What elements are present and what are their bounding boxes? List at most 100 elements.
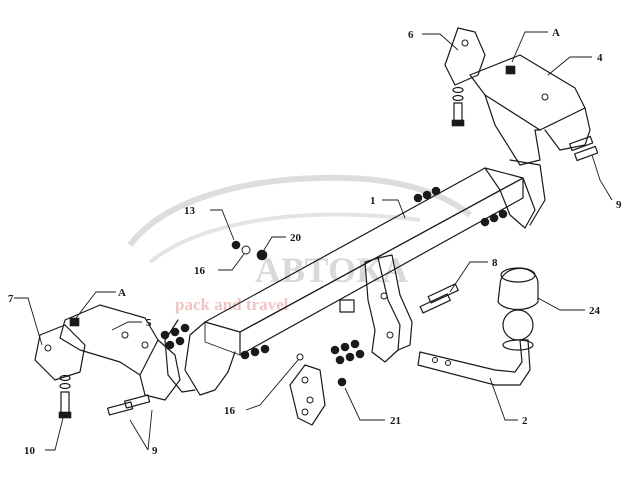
center-bracket-left-plate (364, 257, 401, 363)
nut-left-4 (240, 350, 250, 360)
leader-16-lower (245, 359, 299, 411)
nut-20 (256, 249, 268, 261)
leader-9-left-b (147, 409, 153, 451)
nut-left-6 (260, 344, 270, 354)
right-mount-washer-1 (452, 86, 464, 94)
nut-center-1 (330, 345, 340, 355)
square-plate-center (339, 299, 355, 313)
label-part-1: 1 (370, 195, 376, 207)
beam-left-end-plate-2 (164, 319, 196, 393)
bolt-set-left-end (107, 323, 270, 416)
leader-4 (547, 56, 592, 76)
right-mount-washer-2 (452, 94, 464, 102)
nut-center-4 (335, 355, 345, 365)
tow-ball-cap-top (500, 267, 536, 283)
left-bracket-hole-1 (121, 331, 129, 339)
left-mount-bolt-head (58, 411, 72, 419)
label-part-16-lower: 16 (224, 405, 236, 417)
left-mount-washer-2 (59, 382, 71, 390)
center-bolt-set (330, 283, 459, 365)
socket-plate-hole-3 (301, 408, 309, 416)
leader-16-upper (218, 253, 245, 271)
nut-right-3 (431, 186, 441, 196)
tow-ball (502, 309, 534, 341)
left-side-bracket (59, 304, 181, 401)
washer-16-lower (296, 353, 304, 361)
right-mount-plate (444, 27, 486, 127)
nut-center-3 (350, 339, 360, 349)
leader-5 (111, 321, 142, 331)
nut-left-1 (160, 330, 170, 340)
label-a-right: A (552, 27, 560, 39)
watermark-tagline: pack and travel (175, 295, 289, 314)
part-labels: 6 A 4 9 1 13 20 16 8 7 A 5 24 16 21 2 10… (8, 27, 622, 457)
nut-left-2 (170, 327, 180, 337)
right-side-bracket (469, 54, 591, 166)
nut-right-4 (480, 217, 490, 227)
nut-left-5 (250, 347, 260, 357)
nut-right-2 (422, 190, 432, 200)
leader-21 (344, 387, 385, 421)
left-bracket-tab (139, 339, 181, 401)
nut-center-2 (340, 342, 350, 352)
socket-plate-body (289, 364, 326, 426)
right-bracket-tab (544, 107, 591, 151)
socket-plate-hole-2 (306, 396, 314, 404)
leader-20 (263, 236, 286, 251)
label-part-6: 6 (408, 29, 414, 41)
nut-right-1 (413, 193, 423, 203)
nut-center-6 (355, 349, 365, 359)
socket-plate-hole-1 (301, 376, 309, 384)
label-part-7: 7 (8, 293, 14, 305)
nut-right-6 (498, 209, 508, 219)
nut-left-8 (175, 336, 185, 346)
left-bracket-plate (59, 304, 159, 376)
tow-ball-cap-body (497, 267, 539, 311)
label-a-left: A (118, 287, 126, 299)
leader-7 (14, 297, 43, 346)
leader-a-right (511, 31, 548, 63)
label-part-5: 5 (146, 317, 152, 329)
beam-right-end-plate (484, 167, 536, 229)
label-part-20: 20 (290, 232, 302, 244)
label-part-9-right: 9 (616, 199, 622, 211)
tow-ball-neck-arm (417, 339, 531, 386)
right-bracket-square-nut (505, 65, 516, 75)
nut-right-5 (489, 213, 499, 223)
beam-left-end-plate (184, 321, 236, 396)
right-mount-bolt-head (451, 119, 465, 127)
bolt-right-9a (569, 135, 594, 152)
tow-ball-neck-hole-2 (445, 360, 451, 366)
center-bracket-right-plate (377, 254, 413, 351)
fastener-13-16-20 (231, 240, 268, 261)
left-bracket-hole-2 (141, 341, 149, 349)
center-bracket-hole-top (380, 292, 388, 300)
right-bracket-plate (469, 54, 586, 131)
left-bracket-square-nut (69, 317, 80, 327)
label-part-4: 4 (597, 52, 603, 64)
left-mount-plate-body (34, 324, 86, 381)
bolt-8a (419, 293, 451, 314)
left-mount-plate (34, 324, 86, 419)
label-part-2: 2 (522, 415, 528, 427)
beam-front-face (239, 177, 524, 356)
nut-center-5 (345, 352, 355, 362)
leader-2 (489, 377, 518, 421)
label-part-21: 21 (390, 415, 401, 427)
bolt-8b (427, 283, 459, 304)
beam-right-end-plate-2 (509, 159, 546, 226)
leader-a-left (75, 291, 116, 319)
leader-9-left-a (129, 419, 149, 451)
label-part-10: 10 (24, 445, 36, 457)
label-part-16-upper: 16 (194, 265, 206, 277)
main-cross-beam (164, 159, 546, 396)
leader-24 (537, 297, 585, 311)
leader-13 (210, 209, 235, 241)
leader-10 (45, 417, 64, 451)
leader-1 (382, 199, 406, 219)
tow-ball-neck (417, 309, 534, 386)
tow-ball-neck-hole-1 (432, 357, 438, 363)
bolt-left-9b (124, 394, 151, 409)
watermark-car-arc (148, 212, 421, 264)
